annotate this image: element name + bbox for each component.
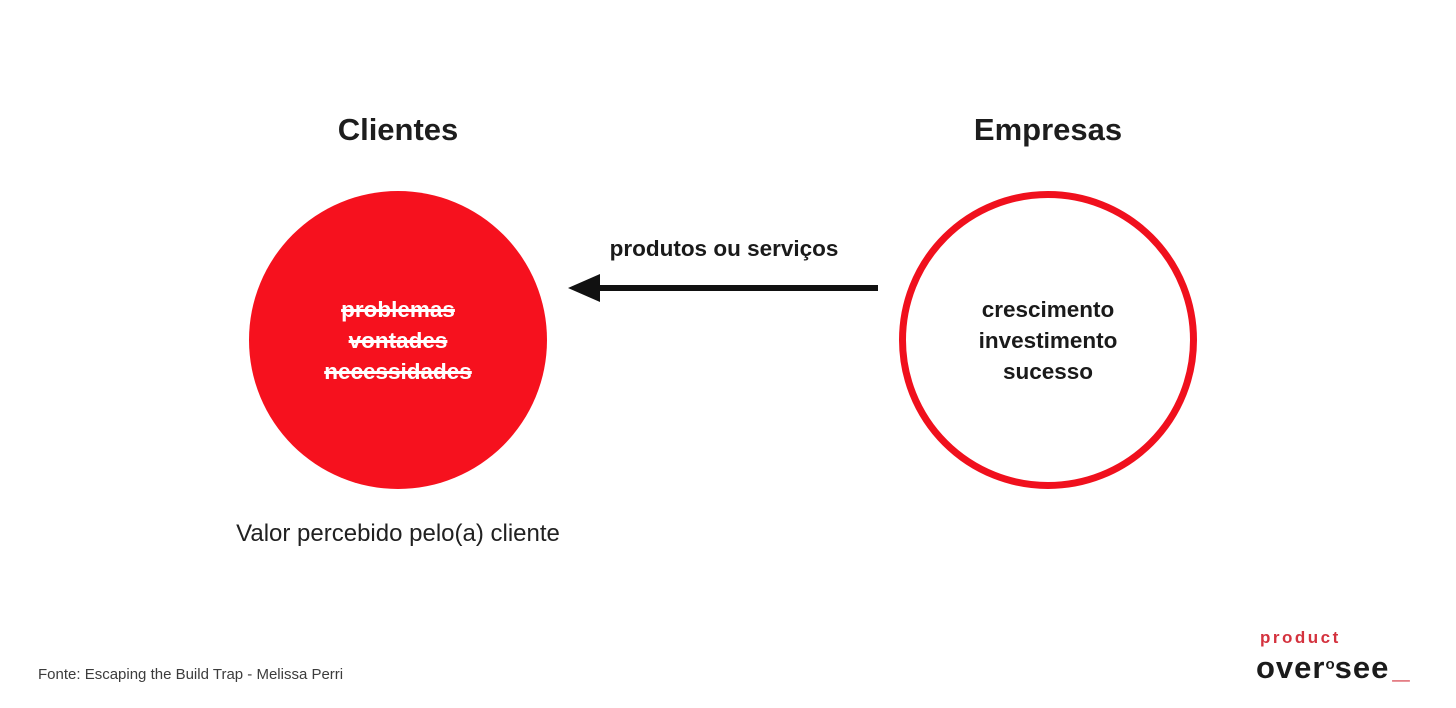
logo-word-product: product bbox=[1260, 628, 1341, 647]
left-arrow-icon bbox=[568, 274, 878, 302]
clients-item: problemas bbox=[341, 296, 455, 322]
arrow-label: produtos ou serviços bbox=[609, 236, 839, 261]
value-caption: Valor percebido pelo(a) cliente bbox=[236, 520, 560, 547]
logo-ring-glyph: o bbox=[1325, 656, 1335, 673]
companies-circle: crescimento investimento sucesso bbox=[899, 191, 1197, 489]
logo-part-see: see bbox=[1334, 650, 1390, 685]
clients-circle: problemas vontades necessidades bbox=[249, 191, 547, 489]
companies-circle-text: crescimento investimento sucesso bbox=[979, 294, 1118, 387]
clients-item: vontades bbox=[348, 327, 448, 353]
clients-item: necessidades bbox=[324, 358, 472, 384]
clients-title: Clientes bbox=[337, 112, 459, 147]
product-oversee-logo: product overosee_ bbox=[1256, 628, 1436, 685]
companies-title: Empresas bbox=[973, 112, 1123, 147]
source-note: Fonte: Escaping the Build Trap - Melissa… bbox=[38, 666, 344, 683]
companies-item: sucesso bbox=[1002, 358, 1094, 384]
logo-word-oversee: overosee_ bbox=[1256, 648, 1436, 685]
clients-circle-text: problemas vontades necessidades bbox=[324, 294, 472, 387]
logo-part-over: over bbox=[1256, 650, 1326, 685]
companies-item: crescimento bbox=[981, 296, 1115, 322]
logo-underscore-glyph: _ bbox=[1392, 650, 1411, 685]
companies-item: investimento bbox=[978, 327, 1118, 353]
